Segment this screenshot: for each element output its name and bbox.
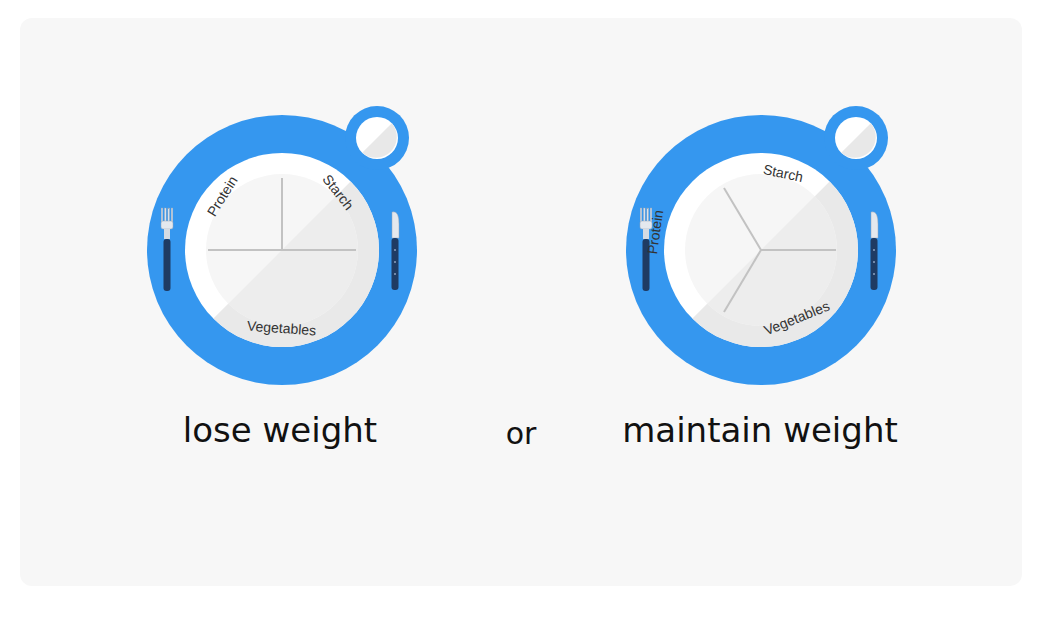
fork-prong — [168, 208, 170, 222]
side-dish — [345, 106, 409, 170]
fork-handle — [164, 239, 171, 291]
side-dish-bowl — [835, 117, 877, 159]
plate: ProteinStarchVegetables — [611, 100, 911, 400]
divider-line — [761, 249, 836, 251]
fork-stem — [164, 229, 170, 239]
panel — [20, 18, 1022, 586]
divider-line — [724, 250, 761, 312]
fork-prong — [161, 208, 163, 222]
knife-rivet — [873, 249, 875, 251]
caption: lose weight — [183, 413, 377, 447]
side-dish-bowl — [356, 117, 398, 159]
plate-outline — [132, 100, 432, 400]
fork-prong — [644, 208, 646, 222]
fork-prong — [171, 208, 173, 222]
side-dish-shade — [841, 123, 876, 158]
plate-rim — [185, 153, 379, 347]
fork-neck — [161, 221, 173, 229]
fork-prong — [165, 208, 167, 222]
knife-rivet — [394, 261, 396, 263]
knife-rivet — [394, 273, 396, 275]
fork-prong — [640, 208, 642, 222]
knife-rivet — [394, 249, 396, 251]
plate-rim — [664, 153, 858, 347]
knife-rivet — [873, 261, 875, 263]
center-shade — [228, 196, 358, 326]
plate-mat — [147, 115, 417, 385]
divider-line — [208, 249, 356, 251]
side-dish — [824, 106, 888, 170]
plate-mat — [626, 115, 896, 385]
knife-blade — [392, 212, 399, 238]
plate: ProteinStarchVegetables — [132, 100, 432, 400]
divider-line — [281, 178, 283, 250]
knife-blade — [871, 212, 878, 238]
caption: or — [506, 419, 537, 449]
fork-prong — [647, 208, 649, 222]
knife-rivet — [873, 273, 875, 275]
caption: maintain weight — [622, 413, 898, 447]
knife-handle — [871, 238, 878, 290]
divider-line — [724, 188, 761, 250]
knife-handle — [392, 238, 399, 290]
side-dish-shade — [362, 123, 397, 158]
